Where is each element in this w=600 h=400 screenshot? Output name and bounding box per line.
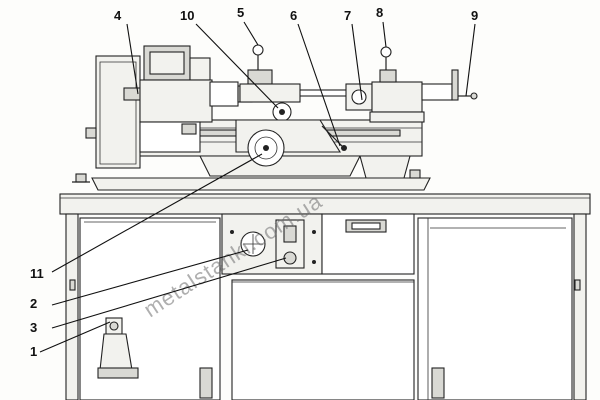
guard-knob [85,127,97,139]
belt-guard [95,55,141,169]
label-5: 5 [237,5,244,20]
guard-latch [123,87,143,101]
tailstock-lock-handle [380,46,392,58]
leader-11 [51,153,263,273]
coolant-pump [97,317,139,379]
leader-5 [243,21,259,46]
feed-lever [321,125,345,149]
control-panel [221,213,323,275]
label-11: 11 [30,266,44,281]
headstock-body [139,79,213,123]
center-cabinet-door [231,279,415,400]
label-3: 3 [30,320,37,335]
tailstock-body [371,81,423,113]
spindle-nose [209,81,239,107]
label-8: 8 [376,5,383,20]
gearbox-cover [139,121,201,153]
cross-slide [239,83,301,103]
leader-7 [351,23,363,101]
left-door-latch [199,367,213,399]
leader-3 [51,257,287,329]
carriage [235,44,347,167]
tailstock [345,46,478,123]
leader-10 [195,23,279,109]
label-4: 4 [114,8,122,23]
leader-lines [39,21,476,353]
tailstock-handwheel [451,69,459,101]
leader-6 [297,23,341,147]
label-2: 2 [30,296,37,311]
label-10: 10 [180,8,194,23]
base-bolt-left [75,173,87,183]
stand-right-leg [573,213,587,400]
callout-labels: 1 2 3 4 5 6 7 8 9 10 11 [30,5,478,359]
tool-post [247,69,273,85]
tailstock-quill [421,83,453,101]
label-1: 1 [30,344,37,359]
right-door-latch [431,367,445,399]
leader-2 [51,249,249,306]
tool-post-handle [252,44,264,56]
leader-9 [465,23,476,97]
leader-8 [382,21,387,48]
label-6: 6 [290,8,297,23]
stand-tabletop [59,193,591,215]
label-7: 7 [344,8,351,23]
cabinet-stand [59,193,591,400]
label-9: 9 [471,8,478,23]
stand-left-leg [65,213,79,400]
start-button [283,251,297,265]
leader-1 [39,321,111,353]
lathe-base [72,169,431,191]
leader-4 [126,23,139,95]
